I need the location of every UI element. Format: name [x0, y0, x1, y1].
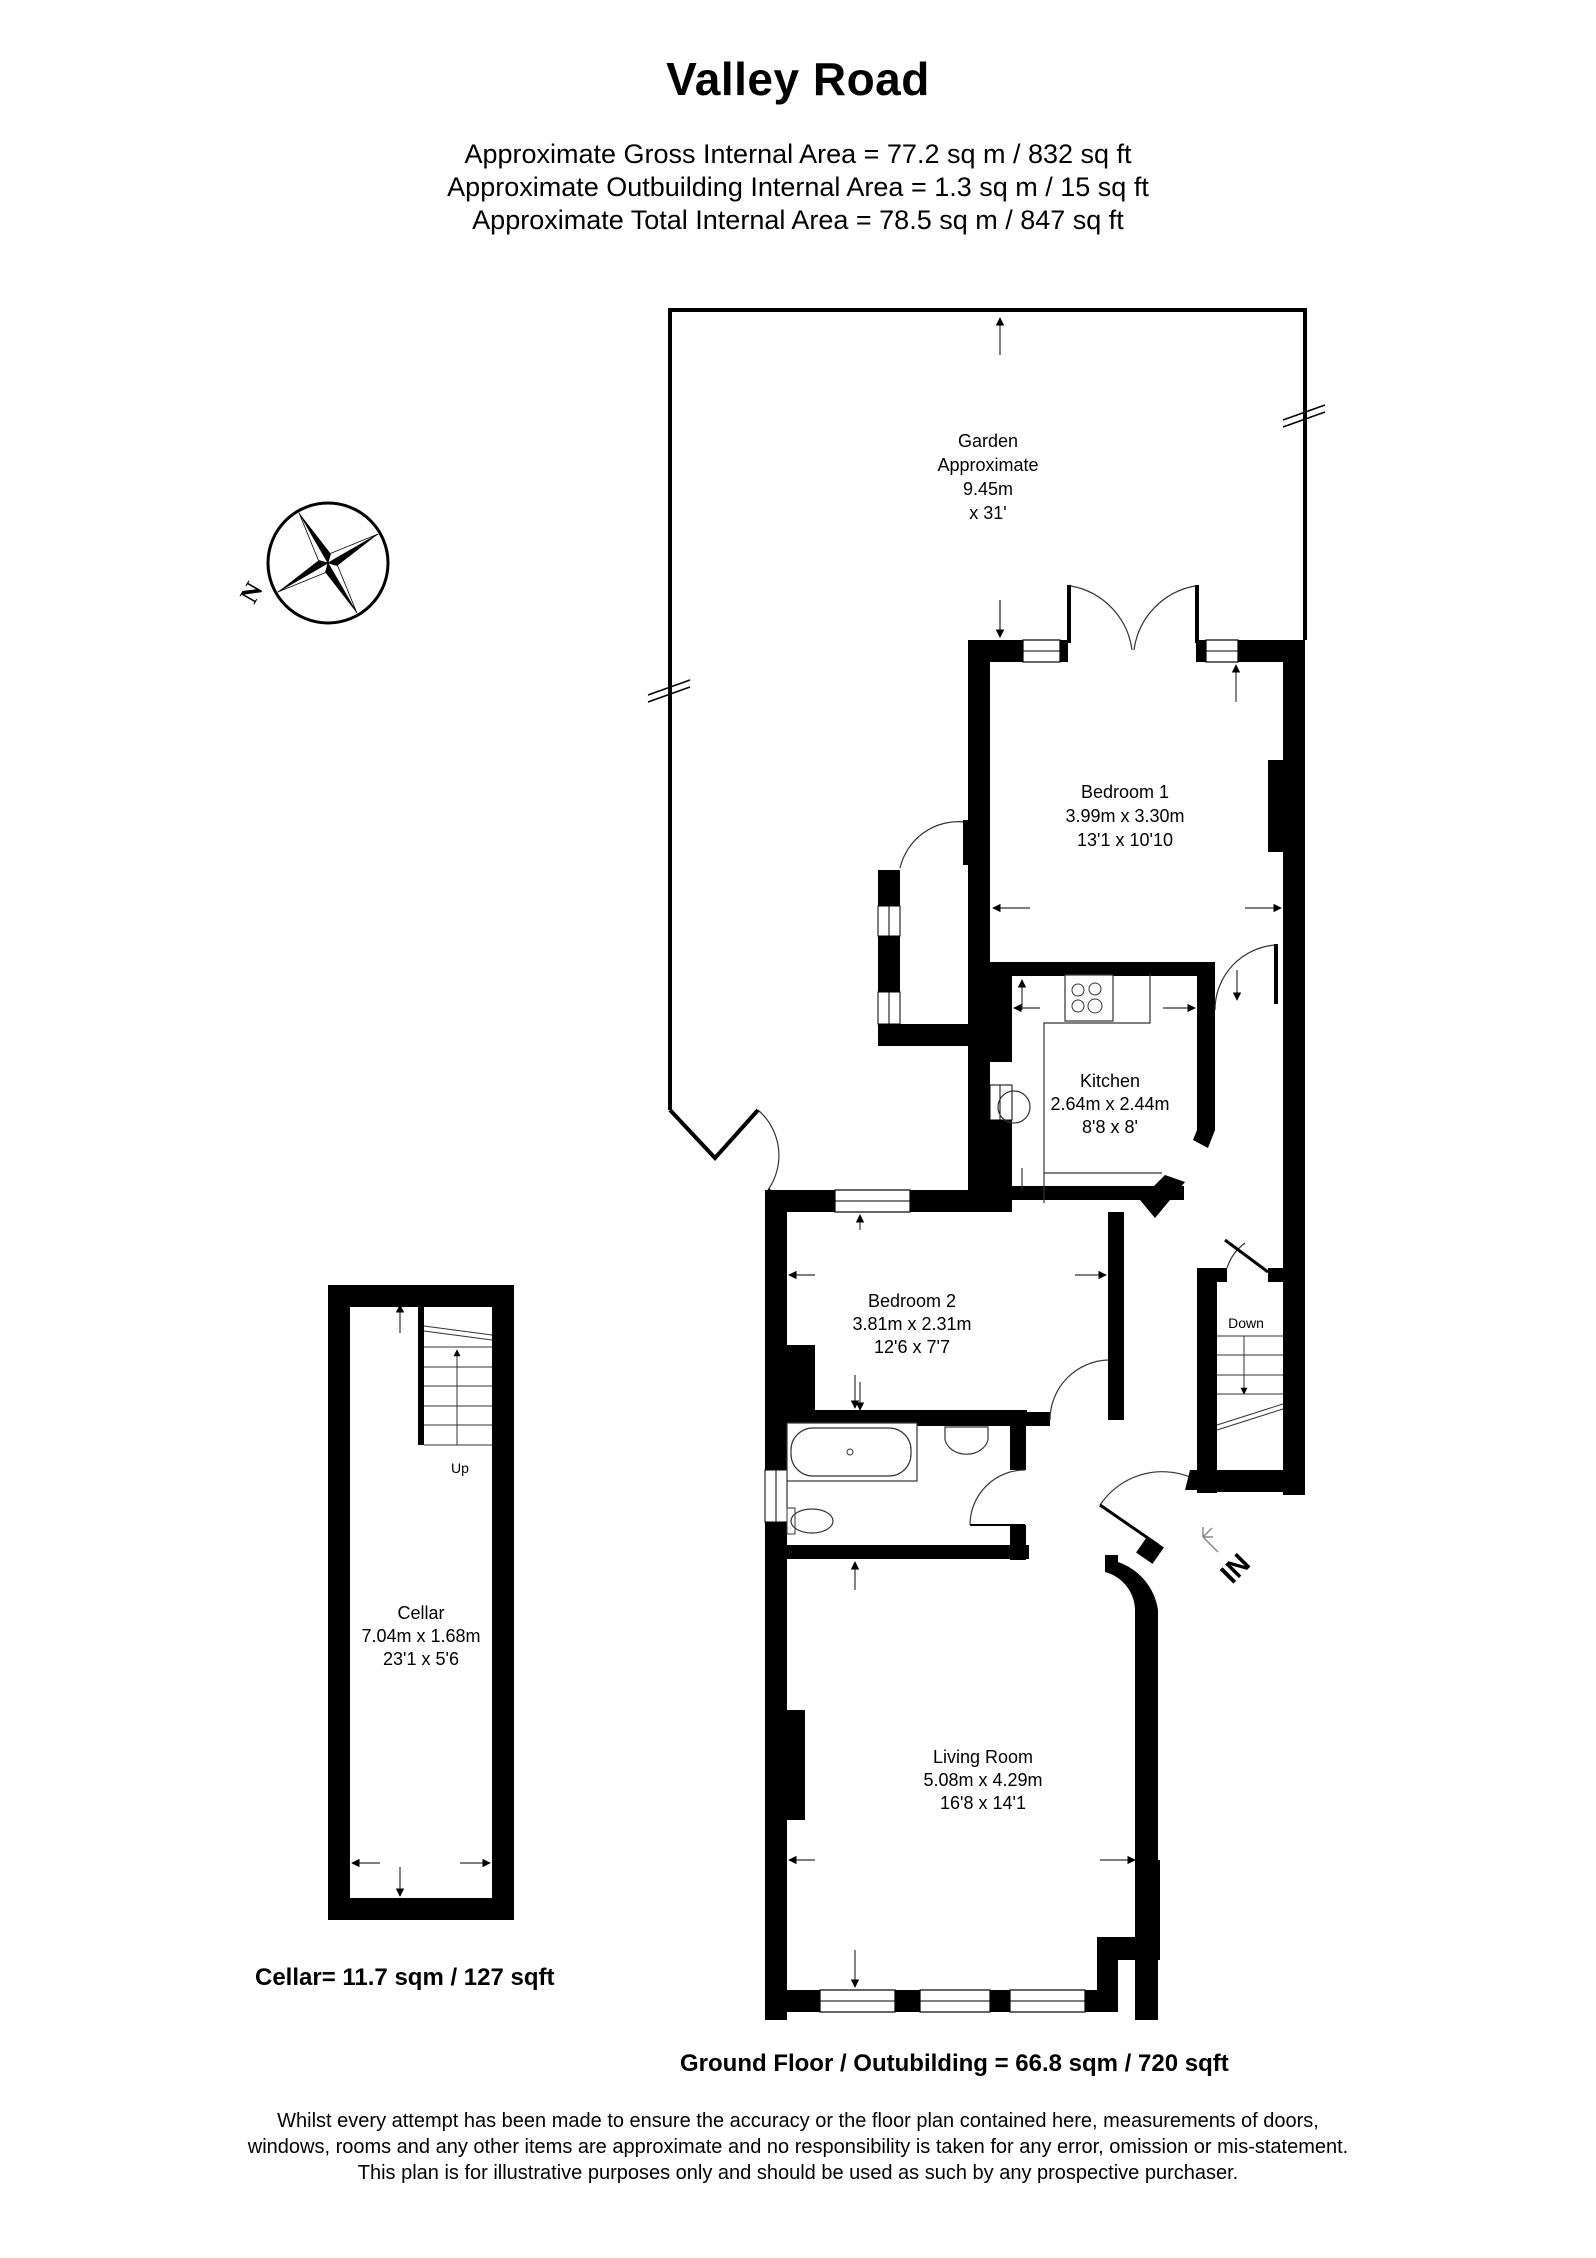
bathroom	[764, 1375, 1029, 1590]
garden-label: Garden	[958, 431, 1018, 451]
garden-length: 9.45m	[963, 479, 1013, 499]
kitchen-metric: 2.64m x 2.44m	[1050, 1094, 1169, 1114]
cellar-imperial: 23'1 x 5'6	[383, 1649, 459, 1669]
stair-down: Down	[1197, 1238, 1305, 1493]
living-room-label: Living Room	[933, 1747, 1033, 1767]
entrance-in-label: IN	[1214, 1548, 1256, 1590]
disclaimer: Whilst every attempt has been made to en…	[0, 2108, 1596, 2186]
living-room-imperial: 16'8 x 14'1	[940, 1793, 1026, 1813]
cellar-label: Cellar	[397, 1603, 444, 1623]
hall-door	[1214, 944, 1278, 1011]
toilet-icon	[790, 1508, 834, 1534]
bedroom-2: Bedroom 2 3.81m x 2.31m 12'6 x 7'7	[765, 1189, 1124, 2020]
kitchen: Kitchen 2.64m x 2.44m 8'8 x 8'	[989, 962, 1215, 1218]
bedroom-1-metric: 3.99m x 3.30m	[1065, 806, 1184, 826]
disclaimer-line-2: windows, rooms and any other items are a…	[247, 2136, 1349, 2158]
outbuilding-area-text: Approximate Outbuilding Internal Area = …	[447, 172, 1149, 202]
living-room-metric: 5.08m x 4.29m	[923, 1770, 1042, 1790]
garden-width: x 31'	[969, 503, 1006, 523]
bedroom-1-imperial: 13'1 x 10'10	[1077, 830, 1173, 850]
disclaimer-line-3: This plan is for illustrative purposes o…	[357, 2162, 1239, 2184]
area-summary: Approximate Gross Internal Area = 77.2 s…	[0, 138, 1596, 237]
bedroom-2-imperial: 12'6 x 7'7	[874, 1337, 950, 1357]
cellar: Up Cellar 7.04m x 1.68m 23'1 x 5'6	[328, 1285, 514, 1920]
living-room: Living Room 5.08m x 4.29m 16'8 x 14'1	[765, 1710, 1160, 2013]
bay-window	[877, 820, 976, 1046]
compass-rose-icon: N	[234, 501, 390, 625]
north-label: N	[234, 577, 269, 608]
stair-up-label: Up	[451, 1460, 469, 1476]
disclaimer-line-1: Whilst every attempt has been made to en…	[277, 2110, 1319, 2132]
kitchen-imperial: 8'8 x 8'	[1082, 1117, 1138, 1137]
gross-area-text: Approximate Gross Internal Area = 77.2 s…	[464, 139, 1132, 169]
garden-approx-label: Approximate	[937, 455, 1038, 475]
cellar-metric: 7.04m x 1.68m	[361, 1626, 480, 1646]
washbasin-icon	[944, 1426, 989, 1455]
bedroom-1-label: Bedroom 1	[1081, 782, 1169, 802]
bedroom-2-label: Bedroom 2	[868, 1291, 956, 1311]
bedroom-1: Bedroom 1 3.99m x 3.30m 13'1 x 10'10	[968, 585, 1305, 1495]
stair-down-label: Down	[1228, 1315, 1264, 1331]
ground-floor-caption: Ground Floor / Outubilding = 66.8 sqm / …	[680, 2050, 1229, 2077]
bathtub-icon	[790, 1427, 912, 1477]
cellar-floor-caption: Cellar= 11.7 sqm / 127 sqft	[255, 1964, 555, 1991]
plan-title: Valley Road	[666, 53, 930, 105]
kitchen-label: Kitchen	[1080, 1071, 1140, 1091]
hob-icon	[1064, 974, 1114, 1022]
total-area-text: Approximate Total Internal Area = 78.5 s…	[472, 205, 1124, 235]
bedroom-2-metric: 3.81m x 2.31m	[852, 1314, 971, 1334]
sink-icon	[997, 1090, 1031, 1124]
